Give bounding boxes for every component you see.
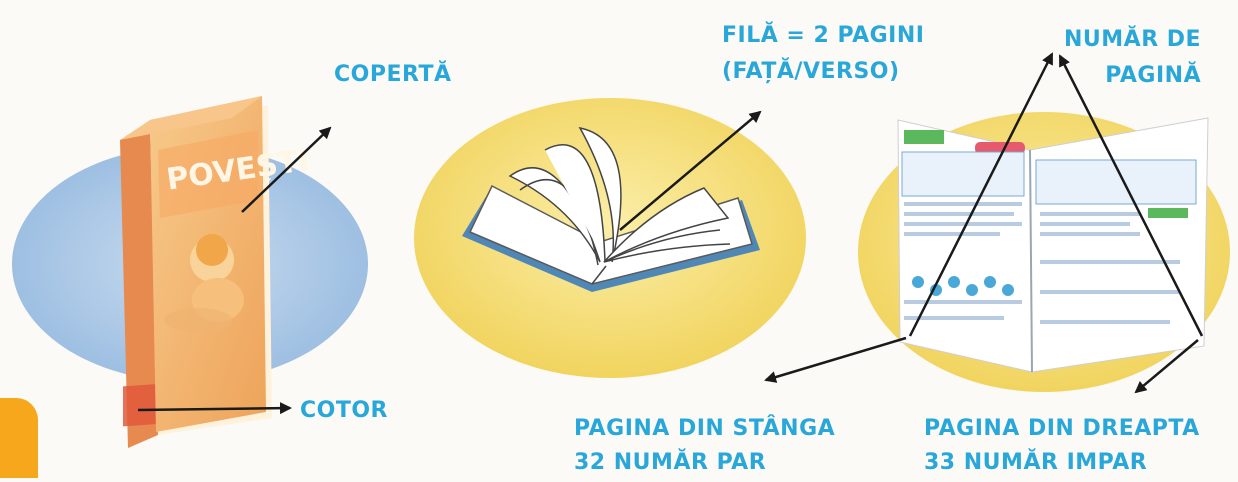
label-numar-line2: PAGINĂ [1105,63,1202,88]
label-pagina-stanga: PAGINA DIN STÂNGA 32 NUMĂR PAR [574,412,835,480]
open-textbook-illustration [897,117,1209,373]
label-fila: FILĂ = 2 PAGINI (FAȚĂ/VERSO) [722,18,924,90]
label-fila-line1: FILĂ = 2 PAGINI [722,23,925,48]
label-cotor: COTOR [300,398,388,423]
arrow-numar-stanga [908,52,1054,337]
label-stanga-line1: PAGINA DIN STÂNGA [574,416,836,441]
label-fila-line2: (FAȚĂ/VERSO) [722,59,900,84]
pointer-arrows [137,52,1204,415]
arrow-coperta [241,126,332,213]
arrow-pagina-stanga [764,336,907,383]
label-numar-line1: NUMĂR DE [1064,27,1202,52]
yellow-background-ellipse-center [414,98,806,378]
label-dreapta-line2: 33 NUMĂR IMPAR [924,450,1148,475]
arrow-fila [619,110,762,231]
open-book-illustration [462,126,760,292]
orange-page-tab [0,398,38,478]
arrow-cotor [137,402,292,415]
label-pagina-dreapta: PAGINA DIN DREAPTA 33 NUMĂR IMPAR [924,412,1200,480]
label-stanga-line2: 32 NUMĂR PAR [574,450,767,475]
label-dreapta-line1: PAGINA DIN DREAPTA [924,416,1200,441]
arrow-pagina-dreapta [1134,339,1199,394]
label-coperta: COPERTĂ [334,62,452,87]
label-numar-de-pagina: NUMĂR DE PAGINĂ [1064,22,1201,94]
arrow-numar-dreapta [1058,54,1204,337]
